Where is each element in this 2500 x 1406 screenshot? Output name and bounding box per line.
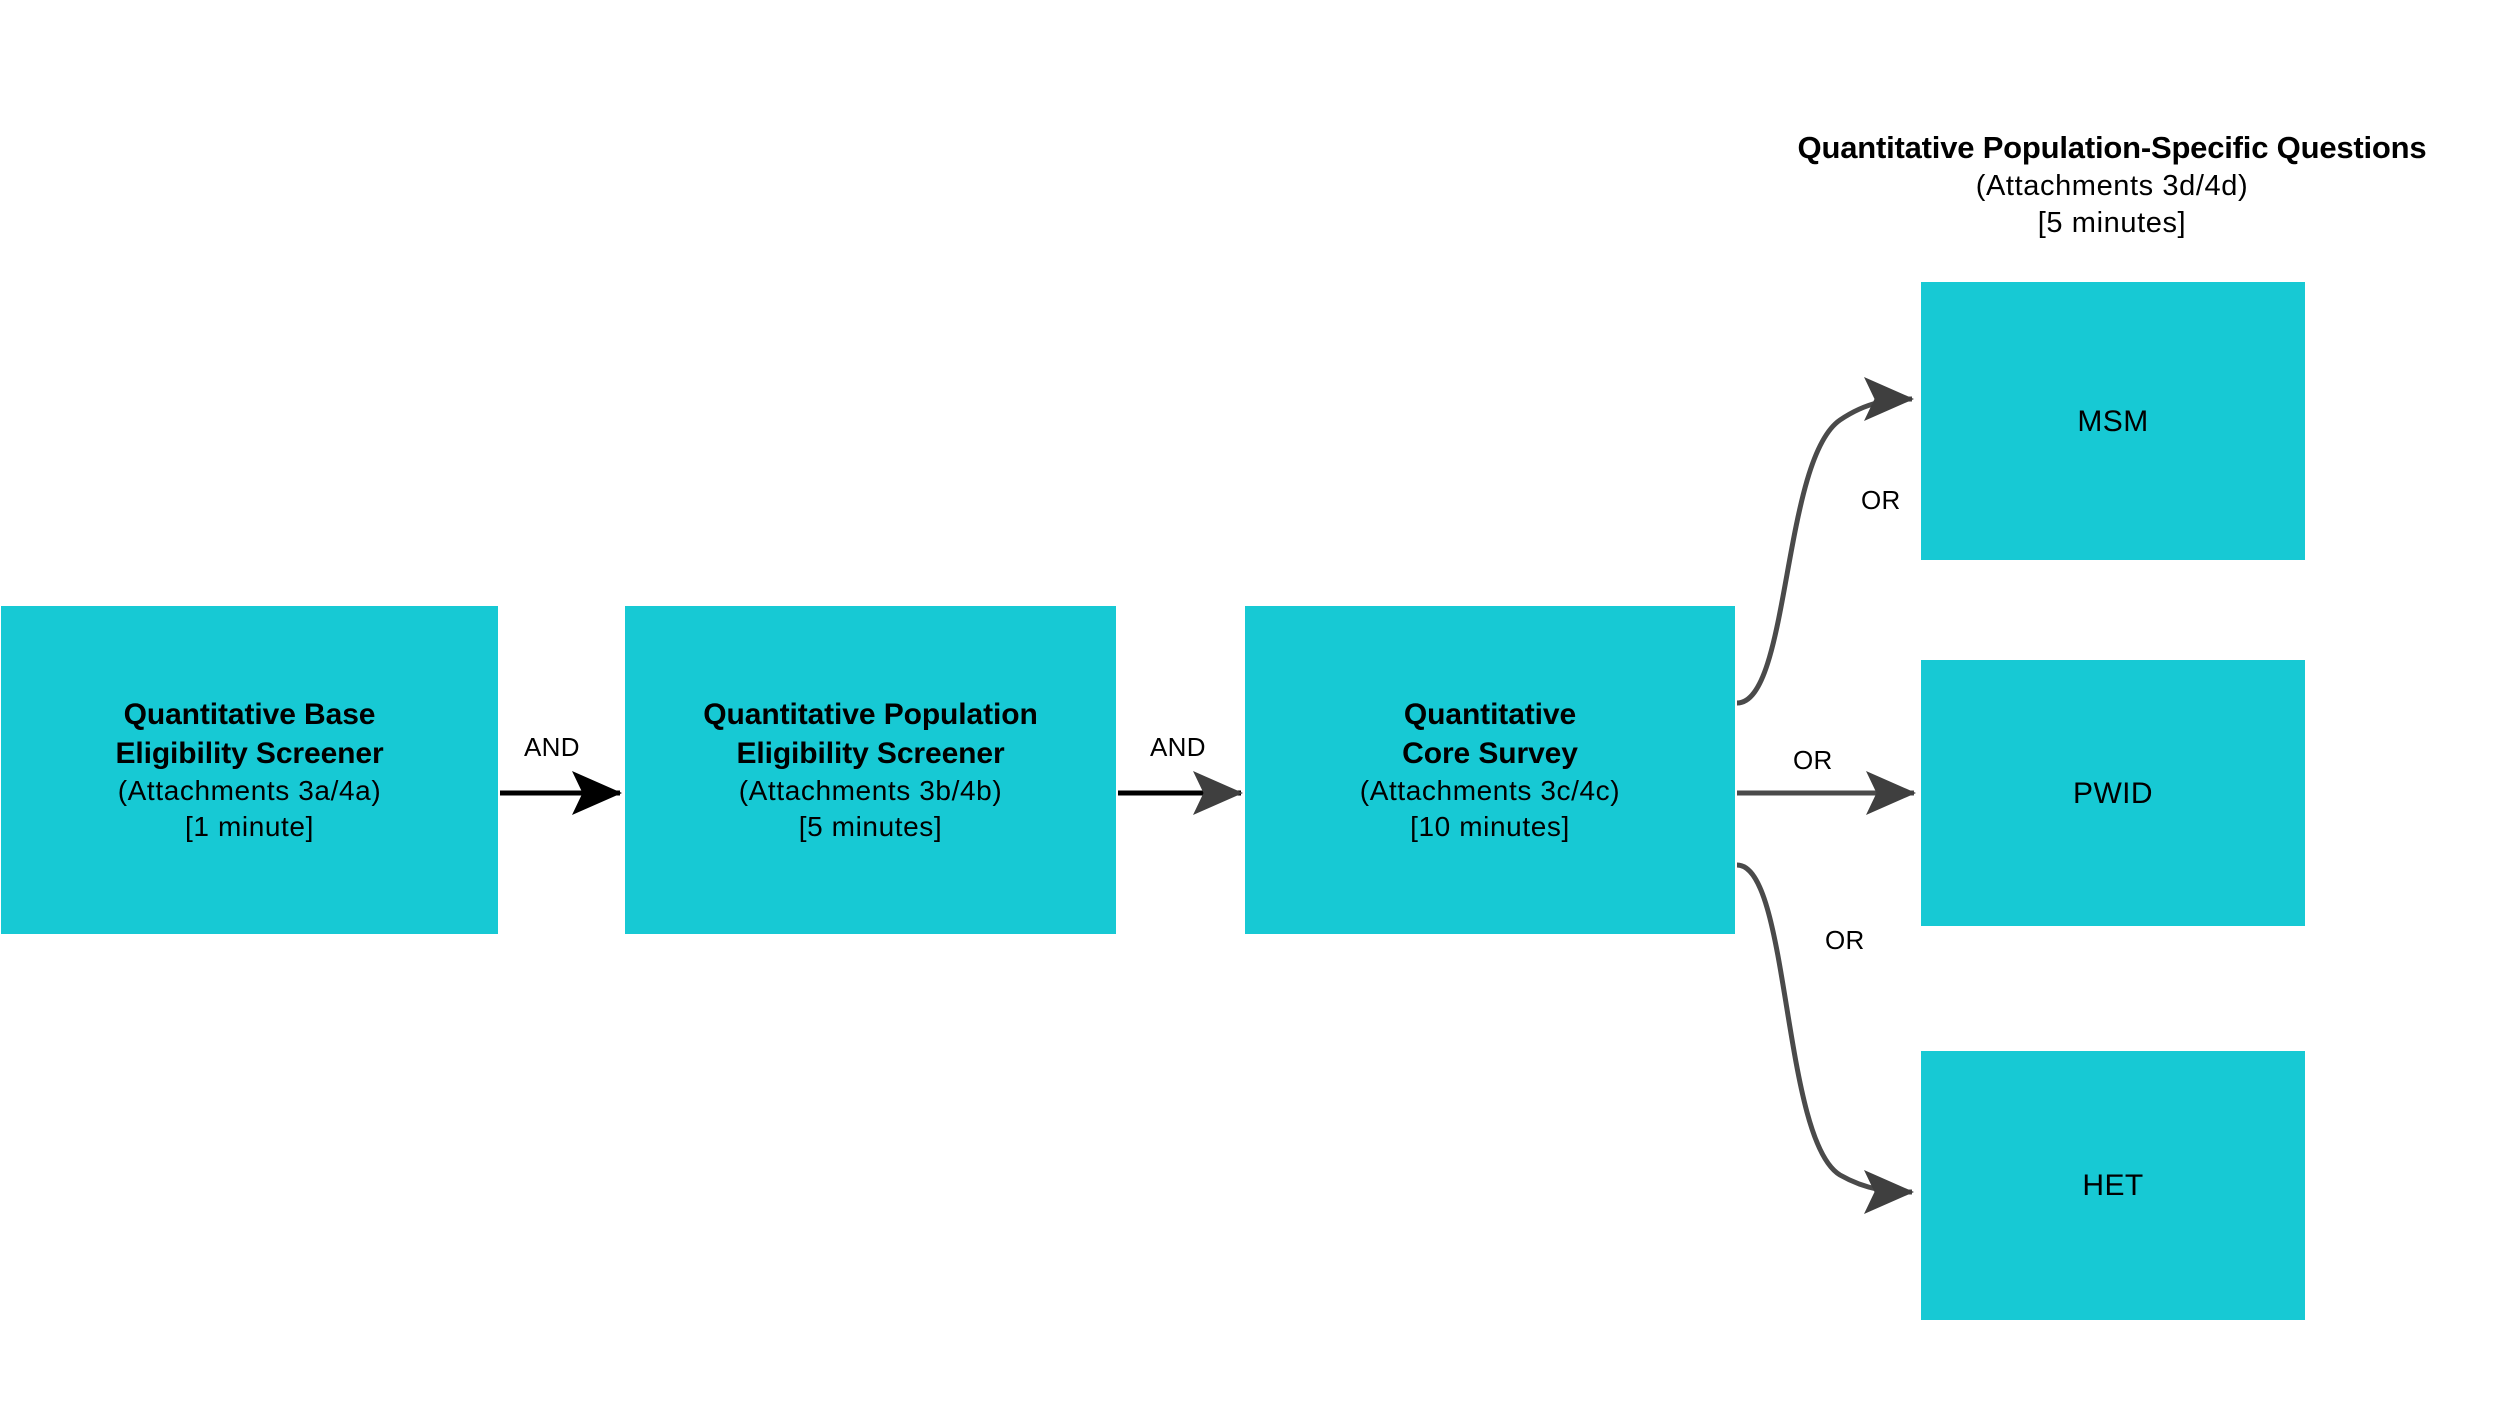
population-questions-title: Quantitative Population-Specific Questio…	[1797, 130, 2427, 165]
population-questions-duration: [5 minutes]	[2037, 207, 2187, 240]
node-base-title-line2: Eligibility Screener	[115, 736, 384, 770]
connector-label-base-to-popscreen: AND	[524, 732, 580, 762]
node-population-eligibility-screener[interactable]: Quantitative Population Eligibility Scre…	[625, 606, 1116, 934]
node-popscreen-duration: [5 minutes]	[798, 811, 943, 842]
connector-label-core-to-het: OR	[1825, 925, 1865, 955]
node-popscreen-attachments: (Attachments 3b/4b)	[738, 774, 1003, 806]
node-msm-label: MSM	[2077, 404, 2149, 438]
population-questions-attachments: (Attachments 3d/4d)	[1975, 169, 2249, 202]
node-pwid-label: PWID	[2073, 776, 2153, 810]
node-base-duration: [1 minute]	[185, 811, 314, 842]
connector-label-popscreen-to-core: AND	[1150, 732, 1206, 762]
node-core-survey[interactable]: Quantitative Core Survey (Attachments 3c…	[1245, 606, 1735, 934]
connector-label-core-to-pwid: OR	[1793, 745, 1833, 775]
node-base-title-line1: Quantitative Base	[123, 697, 376, 731]
edge-core-to-het	[1736, 862, 1914, 1214]
node-het[interactable]: HET	[1921, 1051, 2305, 1320]
edge-core-to-msm	[1736, 377, 1914, 706]
node-core-duration: [10 minutes]	[1410, 811, 1570, 842]
population-questions-heading: Quantitative Population-Specific Questio…	[1760, 128, 2464, 243]
connector-label-core-to-msm: OR	[1861, 485, 1901, 515]
node-popscreen-title-line2: Eligibility Screener	[736, 736, 1005, 770]
node-pwid[interactable]: PWID	[1921, 660, 2305, 926]
node-base-eligibility-screener[interactable]: Quantitative Base Eligibility Screener (…	[1, 606, 498, 934]
node-core-attachments: (Attachments 3c/4c)	[1359, 774, 1621, 806]
node-base-attachments: (Attachments 3a/4a)	[117, 774, 382, 806]
node-core-title-line1: Quantitative	[1403, 697, 1577, 731]
node-msm[interactable]: MSM	[1921, 282, 2305, 560]
node-core-title-line2: Core Survey	[1402, 736, 1578, 770]
node-het-label: HET	[2082, 1169, 2144, 1202]
node-popscreen-title-line1: Quantitative Population	[703, 697, 1038, 731]
